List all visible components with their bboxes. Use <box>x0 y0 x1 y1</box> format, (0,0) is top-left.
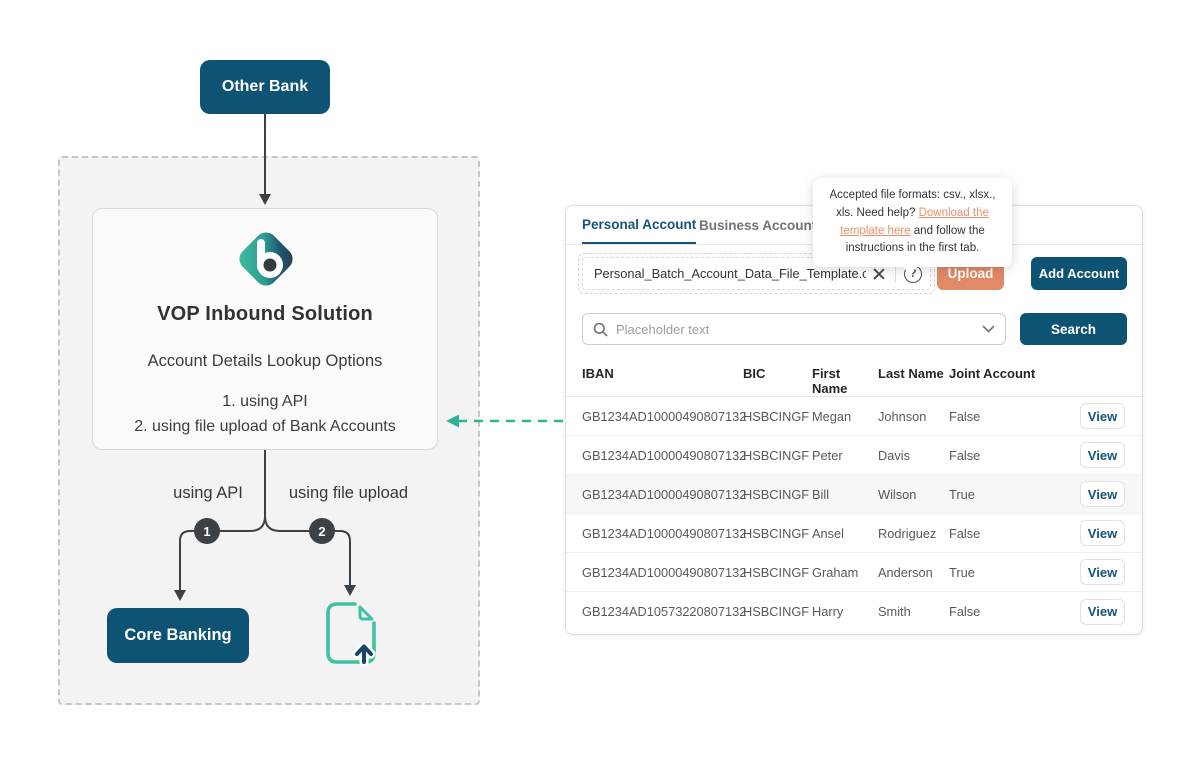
cell-iban: GB1234AD10000490807132 <box>582 564 747 580</box>
cell-joint: False <box>949 604 981 619</box>
header-divider <box>566 396 1142 397</box>
cell-first_name: Megan <box>812 408 852 424</box>
cell-last_name: Davis <box>878 447 910 463</box>
column-header-last-name: Last Name <box>878 366 944 381</box>
cell-first_name: Harry <box>812 604 844 619</box>
view-button[interactable]: View <box>1080 598 1125 625</box>
branch-label-file-upload: using file upload <box>288 484 409 502</box>
cell-first_name: Peter <box>812 447 843 463</box>
tab-personal-account[interactable]: Personal Account <box>582 206 697 244</box>
view-button[interactable]: View <box>1080 403 1125 429</box>
cell-joint: False <box>949 447 981 463</box>
search-field[interactable] <box>582 313 1006 345</box>
tooltip-text-before: Accepted file formats: csv., xlsx., xls.… <box>829 189 996 219</box>
view-button[interactable]: View <box>1080 559 1125 585</box>
solution-title: VOP Inbound Solution <box>157 303 373 325</box>
solution-subtitle: Account Details Lookup Options <box>147 352 383 370</box>
tooltip-text-after: and follow the instructions in the first… <box>845 224 985 255</box>
solution-option-1: 1. using API <box>222 393 308 410</box>
cell-last_name: Rodriguez <box>878 525 937 541</box>
file-formats-tooltip: Accepted file formats: csv., xlsx., xls.… <box>813 178 1012 275</box>
cell-bic: HSBCINGF <box>743 525 810 541</box>
tab-business-account[interactable]: Business Account <box>699 217 817 233</box>
core-banking-node: Core Banking <box>107 608 249 663</box>
search-input[interactable] <box>616 321 982 337</box>
cell-last_name: Wilson <box>878 486 917 502</box>
chevron-down-icon[interactable] <box>982 325 995 333</box>
cell-joint: False <box>949 408 981 424</box>
search-icon <box>593 322 608 336</box>
core-banking-label: Core Banking <box>124 626 232 644</box>
cell-joint: True <box>949 486 975 502</box>
cell-iban: GB1234AD10000490807132 <box>582 447 747 463</box>
view-button[interactable]: View <box>1080 442 1125 468</box>
branch-label-api: using API <box>173 484 243 502</box>
add-account-button[interactable]: Add Account <box>1031 257 1127 290</box>
cell-first_name: Graham <box>812 564 859 580</box>
column-header-bic: BIC <box>743 366 766 381</box>
cell-iban: GB1234AD10000490807132 <box>582 525 747 541</box>
view-button[interactable]: View <box>1080 481 1125 507</box>
cell-last_name: Johnson <box>878 408 927 424</box>
cell-joint: True <box>949 564 975 580</box>
cell-bic: HSBCINGF <box>743 564 810 580</box>
cell-first_name: Bill <box>812 486 830 502</box>
step-2-badge: 2 <box>309 518 335 544</box>
solution-option-2: 2. using file upload of Bank Accounts <box>134 418 396 435</box>
cell-last_name: Anderson <box>878 564 933 580</box>
cell-iban: GB1234AD10000490807132 <box>582 486 747 502</box>
selected-filename: Personal_Batch_Account_Data_File_Templat… <box>594 266 866 281</box>
tab-bar: Personal Account Business Account <box>566 206 1142 245</box>
column-header-iban: IBAN <box>582 366 614 381</box>
clear-file-icon[interactable] <box>870 265 888 283</box>
cell-last_name: Smith <box>878 604 911 619</box>
file-upload-icon <box>326 602 376 666</box>
cell-iban: GB1234AD10573220807132 <box>582 604 747 619</box>
cell-bic: HSBCINGF <box>743 408 810 424</box>
search-button[interactable]: Search <box>1020 313 1127 345</box>
cell-first_name: Ansel <box>812 525 845 541</box>
step-1-badge: 1 <box>194 518 220 544</box>
cell-bic: HSBCINGF <box>743 604 810 619</box>
column-header-first-name: First Name <box>812 366 848 396</box>
cell-bic: HSBCINGF <box>743 486 810 502</box>
other-bank-node: Other Bank <box>200 60 330 114</box>
cell-joint: False <box>949 525 981 541</box>
view-button[interactable]: View <box>1080 520 1125 546</box>
table-header: IBAN BIC First Name Last Name Joint Acco… <box>582 366 1127 396</box>
cell-iban: GB1234AD10000490807132 <box>582 408 747 424</box>
vop-logo-icon <box>239 232 293 286</box>
download-template-link[interactable]: Download the template here <box>840 206 989 237</box>
other-bank-label: Other Bank <box>221 78 309 95</box>
accounts-panel: Personal Account Business Account Accept… <box>565 178 1143 635</box>
divider <box>895 264 896 283</box>
vop-solution-node: VOP Inbound Solution Account Details Loo… <box>92 208 438 450</box>
cell-bic: HSBCINGF <box>743 447 810 463</box>
column-header-joint-account: Joint Account <box>949 366 1036 381</box>
